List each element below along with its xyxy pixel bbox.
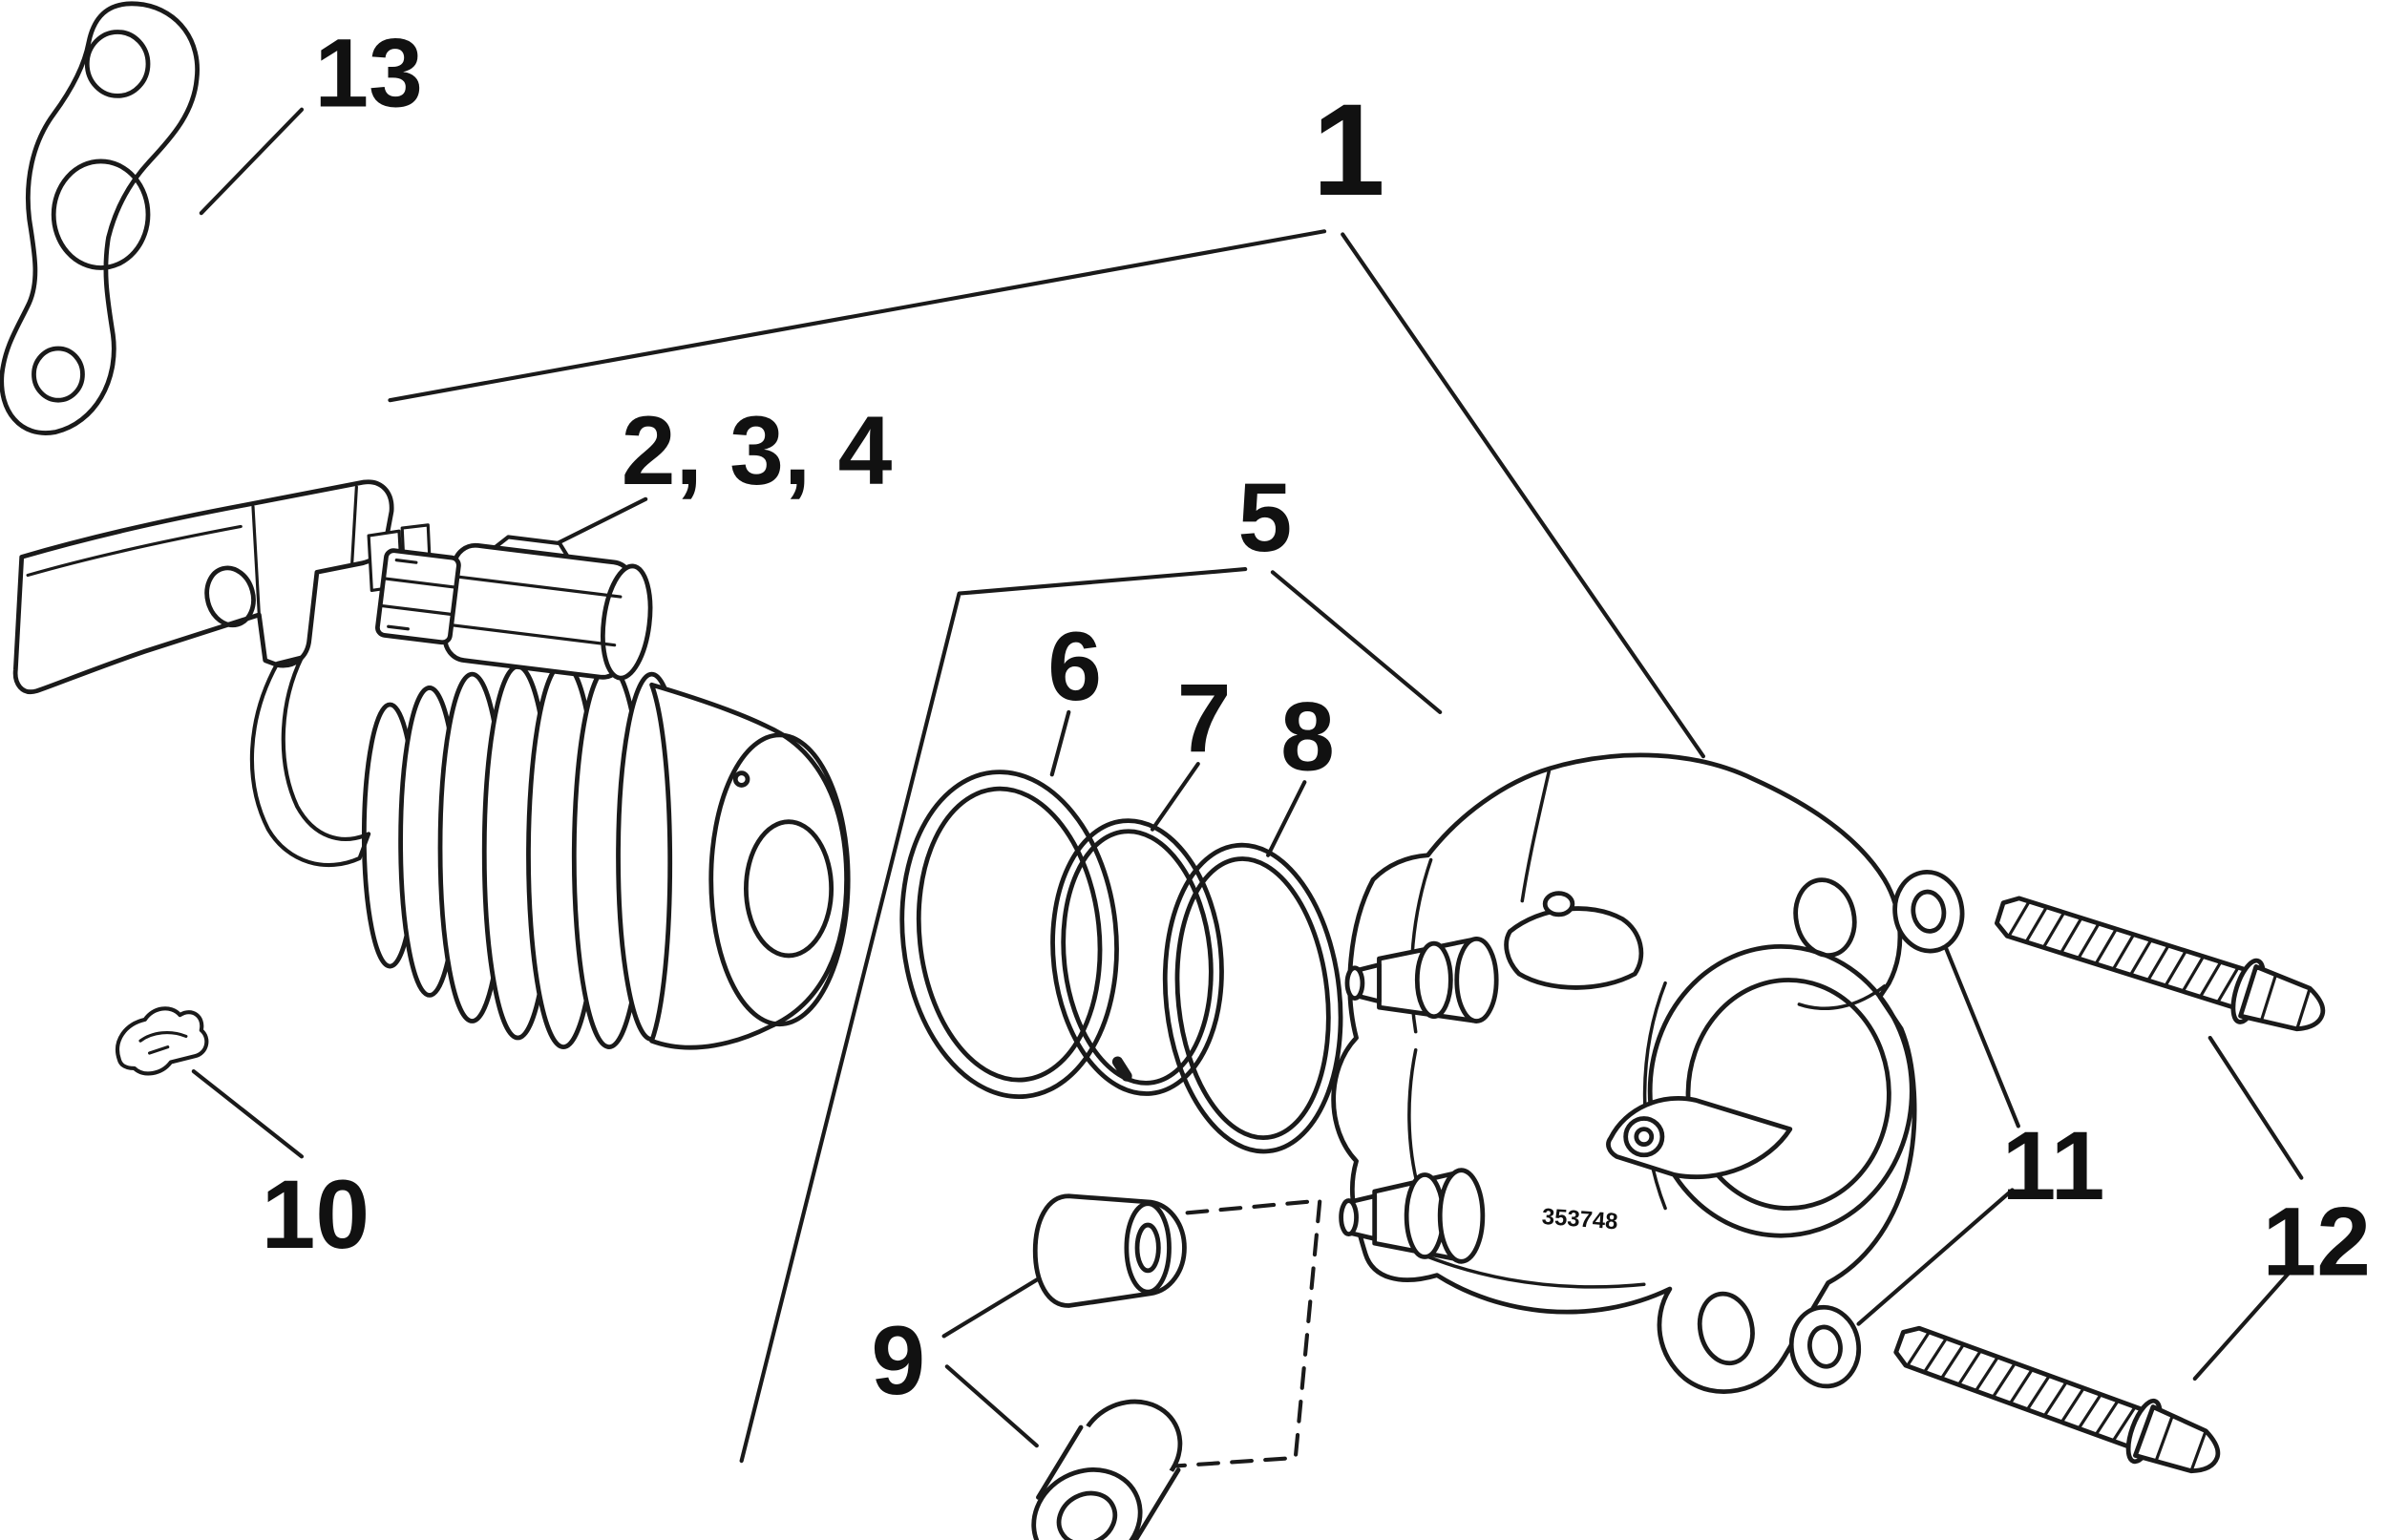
o-ring-inner <box>916 786 1103 1083</box>
mounting-ear-hole-bottom <box>1697 1291 1755 1366</box>
housing-body <box>1331 752 1917 1394</box>
fuel-fitting-top <box>1344 937 1499 1023</box>
leader-9 <box>941 1273 1046 1448</box>
clip-detail-lines <box>138 1031 188 1055</box>
mounting-bracket <box>12 479 433 695</box>
housing-crease-lines <box>1380 767 1887 1289</box>
bushing-side-lines <box>1036 1424 1181 1540</box>
o-ring-7 <box>1050 818 1224 1096</box>
fitting-base <box>1437 1168 1486 1264</box>
wing-tab-hole <box>1623 1116 1665 1158</box>
fitting-tip <box>1339 1198 1359 1237</box>
leader-8 <box>1266 780 1307 857</box>
spacer-bushing-top <box>1032 1193 1187 1308</box>
housing-boss-outer <box>1647 943 1914 1238</box>
o-ring-8 <box>1162 842 1343 1154</box>
housing-boss-junction <box>1642 981 1667 1211</box>
callout-5-label: 5 <box>1238 463 1293 572</box>
bracket-outline <box>12 479 394 695</box>
fitting-tab-stud <box>1542 891 1575 918</box>
bolt-bottom <box>1889 1312 2228 1487</box>
diagram-line-art <box>0 1 2333 1540</box>
o-ring-outer <box>1050 818 1224 1096</box>
end-cap-bore <box>744 819 834 959</box>
wing-tab-hole-inner <box>1634 1127 1655 1147</box>
retainer-clip <box>116 1006 209 1076</box>
leader-7 <box>1150 762 1200 832</box>
gasket-hole-top <box>84 30 151 98</box>
leader-1 <box>388 229 1706 759</box>
leader-13 <box>199 107 305 216</box>
leader-12 <box>2192 1035 2304 1382</box>
o-ring-inner <box>1061 829 1214 1086</box>
callout-6-label: 6 <box>1047 612 1102 721</box>
fitting-tab <box>1504 906 1644 990</box>
o-ring-6 <box>899 770 1119 1100</box>
fitting-base <box>1454 937 1499 1023</box>
bushing-front-face <box>1031 1467 1143 1540</box>
end-cap-face <box>708 732 851 1027</box>
leader-5 <box>739 567 1443 1464</box>
callout-10-label: 10 <box>262 1160 370 1269</box>
callout-7-label: 7 <box>1177 664 1232 772</box>
bushing-bore <box>1134 1222 1161 1274</box>
hook-strap-curves <box>249 655 371 868</box>
bracket-hole <box>204 565 256 628</box>
connector-end <box>601 563 653 681</box>
callout-12-label: 12 <box>2263 1188 2371 1297</box>
leader-10 <box>191 1069 305 1159</box>
callout-9-label: 9 <box>871 1306 925 1415</box>
leader-11 <box>1856 944 2020 1326</box>
wing-tab <box>1606 1095 1793 1180</box>
connector-terminal-lines <box>378 559 458 631</box>
connector-ribs <box>450 575 623 647</box>
o-ring-outer <box>899 770 1119 1100</box>
housing-part-number: 353748 <box>1541 1204 1618 1234</box>
connector-plug <box>375 535 653 681</box>
callout-1-label: 1 <box>1312 77 1384 223</box>
fitting-tip <box>1344 965 1365 1001</box>
fitting-collar <box>1414 940 1453 1020</box>
bolt-top <box>1991 882 2333 1044</box>
connector-terminal-block <box>375 548 461 645</box>
bushing-bore <box>1056 1490 1118 1540</box>
o-ring-outer <box>1162 842 1343 1154</box>
callout-leader-lines <box>191 107 2304 1464</box>
pump-housing <box>1331 752 1917 1394</box>
fuel-fitting-bottom <box>1339 1168 1486 1264</box>
installation-dashed-line <box>1159 1198 1322 1469</box>
spacer-bushing-bottom <box>1031 1399 1183 1540</box>
gasket-hole-bottom <box>32 346 85 403</box>
housing-boss-inner <box>1685 978 1891 1211</box>
callout-labels: 13 1 2, 3, 4 5 6 7 8 9 10 11 12 353748 <box>262 19 2371 1415</box>
leader-6 <box>1049 709 1071 777</box>
bracket-hook-strap <box>249 655 371 868</box>
callout-2-3-4-label: 2, 3, 4 <box>622 396 893 505</box>
bushing-end-face <box>1124 1201 1172 1295</box>
clip-outline <box>116 1006 209 1076</box>
mounting-ear-hole-top <box>1793 877 1857 958</box>
callout-8-label: 8 <box>1280 683 1335 791</box>
gasket-hole-center <box>51 158 151 270</box>
bracket-bend-lines <box>26 485 358 617</box>
solenoid-bellows <box>361 661 688 1049</box>
end-cap-pin <box>732 770 750 788</box>
solenoid-end-cap <box>649 682 851 1050</box>
fitting-collar <box>1404 1172 1446 1259</box>
callout-13-label: 13 <box>314 19 422 128</box>
callout-11-label: 11 <box>2002 1111 2105 1220</box>
o-ring-gap-mark <box>1111 1056 1132 1082</box>
o-ring-inner <box>1174 856 1331 1141</box>
gasket-outline <box>0 1 201 435</box>
gasket-part <box>0 1 201 435</box>
